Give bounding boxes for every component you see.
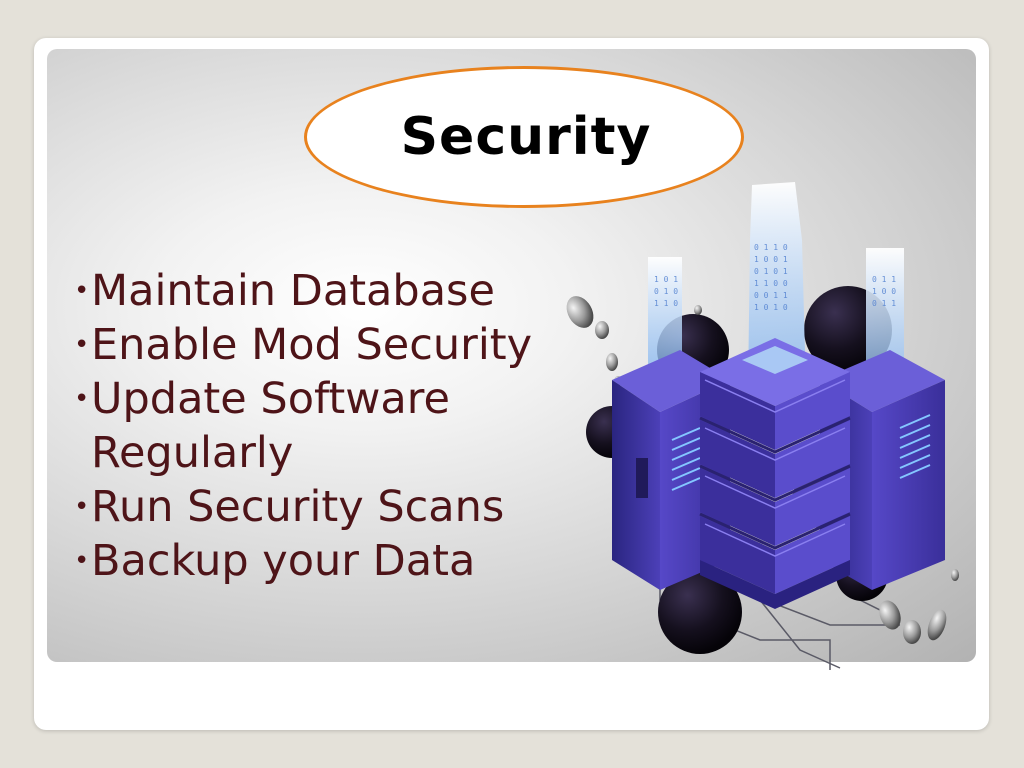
bullet-item-backup-data: Backup your Data <box>74 534 574 588</box>
title-oval: Security <box>304 66 744 208</box>
bullet-item-update-software: Update Software Regularly <box>74 372 574 480</box>
slide-title: Security <box>400 107 652 167</box>
bullet-item-enable-mod-security: Enable Mod Security <box>74 318 574 372</box>
bullet-item-run-security-scans: Run Security Scans <box>74 480 574 534</box>
bullet-item-maintain-database: Maintain Database <box>74 264 574 318</box>
bullet-list: Maintain Database Enable Mod Security Up… <box>74 264 574 588</box>
